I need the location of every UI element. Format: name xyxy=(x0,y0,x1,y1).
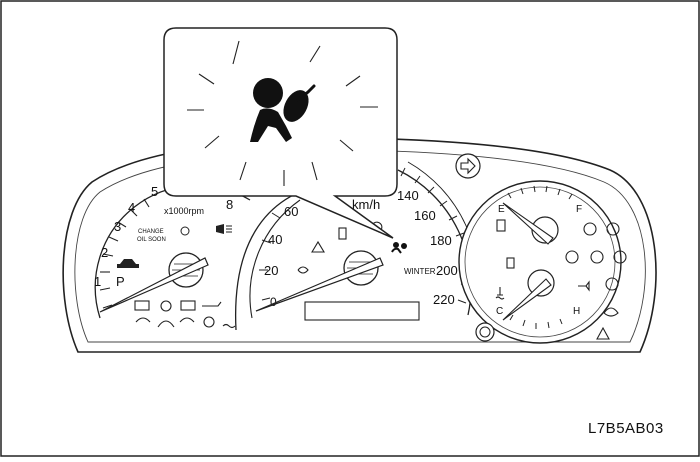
temp-cold-label: C xyxy=(496,306,503,317)
fuel-full-label: F xyxy=(576,204,582,215)
hazard-warning-icon xyxy=(596,326,610,340)
callout-illumination-rays xyxy=(187,40,378,186)
fuel-temp-indicator-icons xyxy=(495,219,627,340)
fog-lamp-icon xyxy=(297,266,309,274)
temp-hot-label: H xyxy=(573,306,580,317)
seatbelt-icon xyxy=(311,240,325,253)
abs-icon xyxy=(160,300,172,312)
esc-off-icon xyxy=(583,222,597,236)
tach-warning-icons xyxy=(134,300,236,329)
speedo-unit-label: km/h xyxy=(352,197,380,212)
temp-scale-ticks xyxy=(509,314,563,329)
diagram-reference-code: L7B5AB03 xyxy=(588,420,664,437)
defrost-icon xyxy=(157,320,175,328)
fuel-temp-inner-ring xyxy=(464,186,616,338)
fuel-scale-ticks xyxy=(507,185,573,200)
tc-icon xyxy=(565,250,579,264)
fuel-temp-gauge: E F C H xyxy=(458,180,627,344)
speedo-label-140: 140 xyxy=(397,188,419,203)
speedo-airbag-icon xyxy=(391,242,407,254)
speedo-label-180: 180 xyxy=(430,233,452,248)
tach-label-4: 4 xyxy=(128,200,135,215)
turn-signal-icon xyxy=(455,153,481,179)
traction-warning-icon xyxy=(606,222,620,236)
tach-label-3: 3 xyxy=(114,219,121,234)
change-oil-line1: CHANGE xyxy=(138,229,164,235)
high-beam-icon xyxy=(578,280,590,292)
coolant-level-icon xyxy=(222,323,236,329)
fuel-empty-label: E xyxy=(498,204,505,215)
tachometer-gauge: 1 2 3 4 5 8 x1000rpm CHANGE OIL SOON P xyxy=(94,184,251,329)
tach-ticks xyxy=(99,198,150,309)
fuel-needle xyxy=(502,202,554,245)
odometer-display xyxy=(304,301,420,321)
speedo-left-arc xyxy=(249,199,301,319)
speedo-label-220: 220 xyxy=(433,292,455,307)
tire-pressure-icon xyxy=(603,307,619,317)
warning-lamp-circle-icon xyxy=(180,226,190,236)
change-oil-line2: OIL SOON xyxy=(137,237,166,243)
winter-mode-label: WINTER xyxy=(404,267,436,276)
service-icon xyxy=(605,277,619,291)
speedo-label-160: 160 xyxy=(414,208,436,223)
oil-pressure-icon xyxy=(202,301,222,307)
tc-off-icon xyxy=(590,250,604,264)
tach-unit-label: x1000rpm xyxy=(164,206,204,216)
glow-plug-icon xyxy=(135,317,151,323)
coolant-temp-icon xyxy=(495,287,505,300)
trip-reset-knob xyxy=(475,322,495,342)
security-icon xyxy=(203,316,215,328)
speedo-label-20: 20 xyxy=(264,263,278,278)
fuel-temp-bezel xyxy=(458,180,622,344)
check-engine-icon xyxy=(134,300,150,311)
car-door-icon xyxy=(117,259,139,268)
speedo-label-0: 0 xyxy=(270,295,277,309)
fuel-pump-icon xyxy=(496,219,506,232)
tpms-small-icon xyxy=(613,250,627,264)
tach-label-2: 2 xyxy=(101,245,108,260)
airbag-warning-icon xyxy=(250,78,316,142)
speedo-label-60: 60 xyxy=(284,204,298,219)
tach-needle xyxy=(99,257,209,313)
speedometer-gauge: 0 20 40 60 140 160 180 200 220 km/h WINT… xyxy=(234,161,479,331)
speedo-label-40: 40 xyxy=(268,232,282,247)
low-fuel-icon xyxy=(506,257,515,269)
door-ajar-icon xyxy=(338,227,347,240)
preheat-icon xyxy=(179,317,195,323)
temp-needle xyxy=(502,278,552,321)
tach-label-1: 1 xyxy=(94,274,101,289)
airbag-callout xyxy=(163,27,398,239)
tach-label-8: 8 xyxy=(226,197,233,212)
tach-label-5: 5 xyxy=(151,184,158,199)
battery-icon xyxy=(180,300,196,311)
speedo-label-200: 200 xyxy=(436,263,458,278)
speedo-needle xyxy=(255,257,384,312)
gear-indicator: P xyxy=(116,274,125,289)
headlamp-icon xyxy=(216,224,232,234)
